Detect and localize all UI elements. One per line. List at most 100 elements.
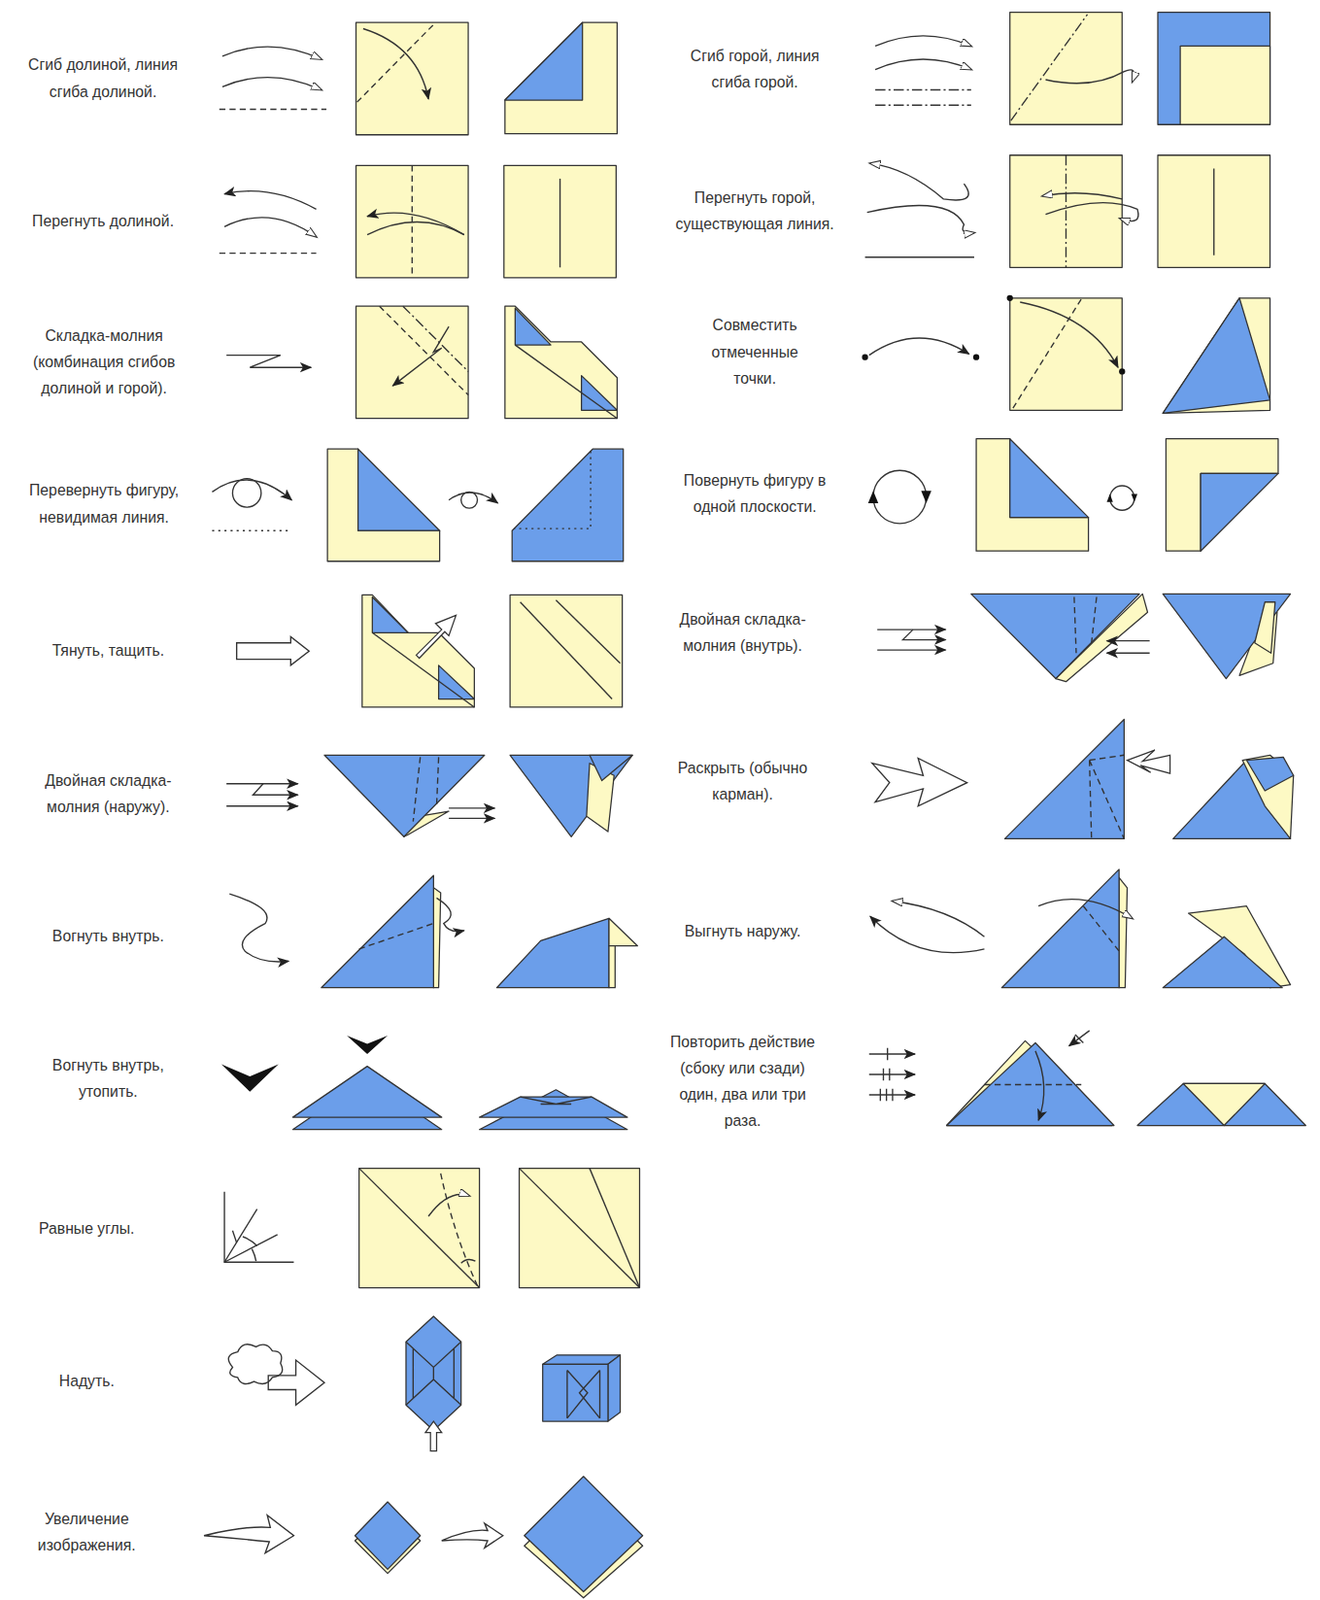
fold-figure-part bbox=[1242, 754, 1294, 839]
fold-figure-part bbox=[920, 490, 932, 504]
turn-over bbox=[211, 448, 623, 562]
valley-fold bbox=[219, 22, 618, 136]
fold-figure-part bbox=[870, 915, 985, 952]
symbol-label: Перегнуть горой, существующая линия. bbox=[665, 184, 845, 238]
fold-figure-part bbox=[519, 1168, 641, 1288]
fold-figure-part bbox=[226, 355, 311, 369]
outside-reverse bbox=[870, 869, 1291, 988]
fold-figure-part bbox=[219, 108, 327, 110]
fold-figure-part bbox=[1107, 493, 1114, 502]
fold-figure-part bbox=[1162, 298, 1270, 414]
fold-figure-part bbox=[589, 1168, 640, 1288]
fold-figure-part bbox=[520, 1096, 593, 1104]
fold-figure-part bbox=[509, 594, 623, 708]
fold-figure-part bbox=[608, 1354, 621, 1422]
fold-figure-part bbox=[504, 165, 617, 278]
equal-angles bbox=[224, 1168, 640, 1288]
inflate bbox=[228, 1316, 620, 1452]
fold-figure-part bbox=[436, 897, 464, 931]
fold-figure-part bbox=[976, 439, 1089, 552]
fold-figure-part bbox=[1137, 1083, 1306, 1125]
fold-figure-part bbox=[870, 163, 969, 201]
fold-figure-part bbox=[428, 1193, 470, 1217]
symbol-label: Перевернуть фигуру, невидимая линия. bbox=[17, 477, 192, 532]
fold-figure-part bbox=[211, 479, 292, 501]
fold-figure-part bbox=[1162, 298, 1270, 414]
fold-figure-part bbox=[877, 648, 946, 650]
fold-figure-part bbox=[367, 212, 465, 236]
fold-figure-part bbox=[1157, 12, 1271, 126]
fold-figure-part bbox=[1127, 749, 1171, 774]
fold-figure-part bbox=[865, 256, 975, 258]
fold-figure-part bbox=[1065, 155, 1067, 269]
fold-figure-part bbox=[236, 636, 310, 665]
fold-figure-part bbox=[542, 1354, 621, 1364]
fold-figure-part bbox=[555, 600, 620, 664]
fold-figure-part bbox=[589, 754, 633, 780]
fold-figure-part bbox=[415, 614, 456, 658]
fold-figure-part bbox=[519, 1168, 641, 1288]
fold-figure-part bbox=[609, 917, 638, 946]
match-points bbox=[861, 295, 1270, 414]
symbol-label: Двойная складка-молния (наружу). bbox=[41, 767, 175, 821]
fold-figure-part bbox=[425, 1421, 442, 1451]
fold-figure-part bbox=[354, 1501, 420, 1569]
fold-figure-part bbox=[609, 946, 615, 988]
symbol-label: Вогнуть внутрь, утопить. bbox=[44, 1051, 172, 1106]
fold-figure-part bbox=[1019, 302, 1118, 368]
fold-figure-part bbox=[441, 1523, 504, 1548]
fold-figure-part bbox=[1091, 597, 1097, 644]
inside-reverse bbox=[229, 875, 638, 988]
symbol-label: Складка-молния (комбинация сгибов долино… bbox=[27, 322, 181, 403]
fold-figure-part bbox=[973, 354, 980, 361]
valley-refold bbox=[219, 165, 617, 278]
fold-figure-part bbox=[1107, 640, 1151, 642]
fold-figure-part bbox=[514, 307, 551, 345]
fold-figure-part bbox=[232, 1230, 257, 1262]
fold-figure-part bbox=[321, 875, 435, 988]
fold-figure-part bbox=[403, 305, 469, 372]
fold-figure-part bbox=[1069, 1030, 1090, 1047]
fold-figure-part bbox=[461, 491, 478, 508]
fold-figure-part bbox=[367, 222, 465, 236]
fold-figure-part bbox=[461, 1259, 476, 1264]
fold-figure-part bbox=[203, 1515, 294, 1554]
repeat bbox=[869, 1030, 1306, 1126]
symbol-label: Тянуть, тащить. bbox=[21, 637, 196, 664]
pleat-fold bbox=[226, 305, 617, 419]
fold-figure-part bbox=[520, 602, 613, 700]
fold-figure-part bbox=[440, 1173, 478, 1287]
fold-figure-part bbox=[875, 104, 972, 106]
symbol-label: Сгиб долиной, линия сгиба долиной. bbox=[16, 52, 191, 106]
fold-figure-part bbox=[359, 1168, 480, 1288]
fold-figure-part bbox=[346, 1035, 388, 1054]
fold-figure-part bbox=[1162, 936, 1283, 988]
fold-figure-part bbox=[1118, 368, 1125, 374]
fold-figure-part bbox=[1157, 155, 1271, 269]
fold-figure-part bbox=[359, 1168, 480, 1288]
fold-figure-part bbox=[971, 593, 1140, 678]
fold-figure-part bbox=[406, 1316, 462, 1431]
fold-figure-part bbox=[505, 22, 618, 134]
fold-figure-part bbox=[363, 29, 429, 100]
fold-figure-part bbox=[372, 597, 408, 634]
fold-figure-part bbox=[1246, 756, 1293, 791]
symbol-label: Увеличение изображения. bbox=[25, 1505, 148, 1559]
fold-figure-part bbox=[433, 887, 440, 988]
fold-figure-part bbox=[357, 23, 436, 102]
fold-figure-part bbox=[1007, 295, 1014, 302]
fold-figure-part bbox=[1042, 193, 1122, 200]
fold-figure-part bbox=[1045, 203, 1138, 222]
fold-figure-part bbox=[224, 1191, 294, 1262]
fold-figure-part bbox=[1110, 485, 1135, 510]
fold-figure-part bbox=[392, 326, 449, 386]
fold-figure-part bbox=[1010, 155, 1123, 269]
symbol-label: Равные углы. bbox=[10, 1215, 165, 1242]
fold-figure-part bbox=[867, 204, 975, 233]
double-pleat-outside bbox=[226, 754, 633, 837]
fold-figure-part bbox=[1004, 719, 1124, 840]
fold-figure-part bbox=[219, 252, 317, 254]
fold-figure-part bbox=[448, 817, 495, 819]
fold-figure-part bbox=[412, 756, 420, 821]
